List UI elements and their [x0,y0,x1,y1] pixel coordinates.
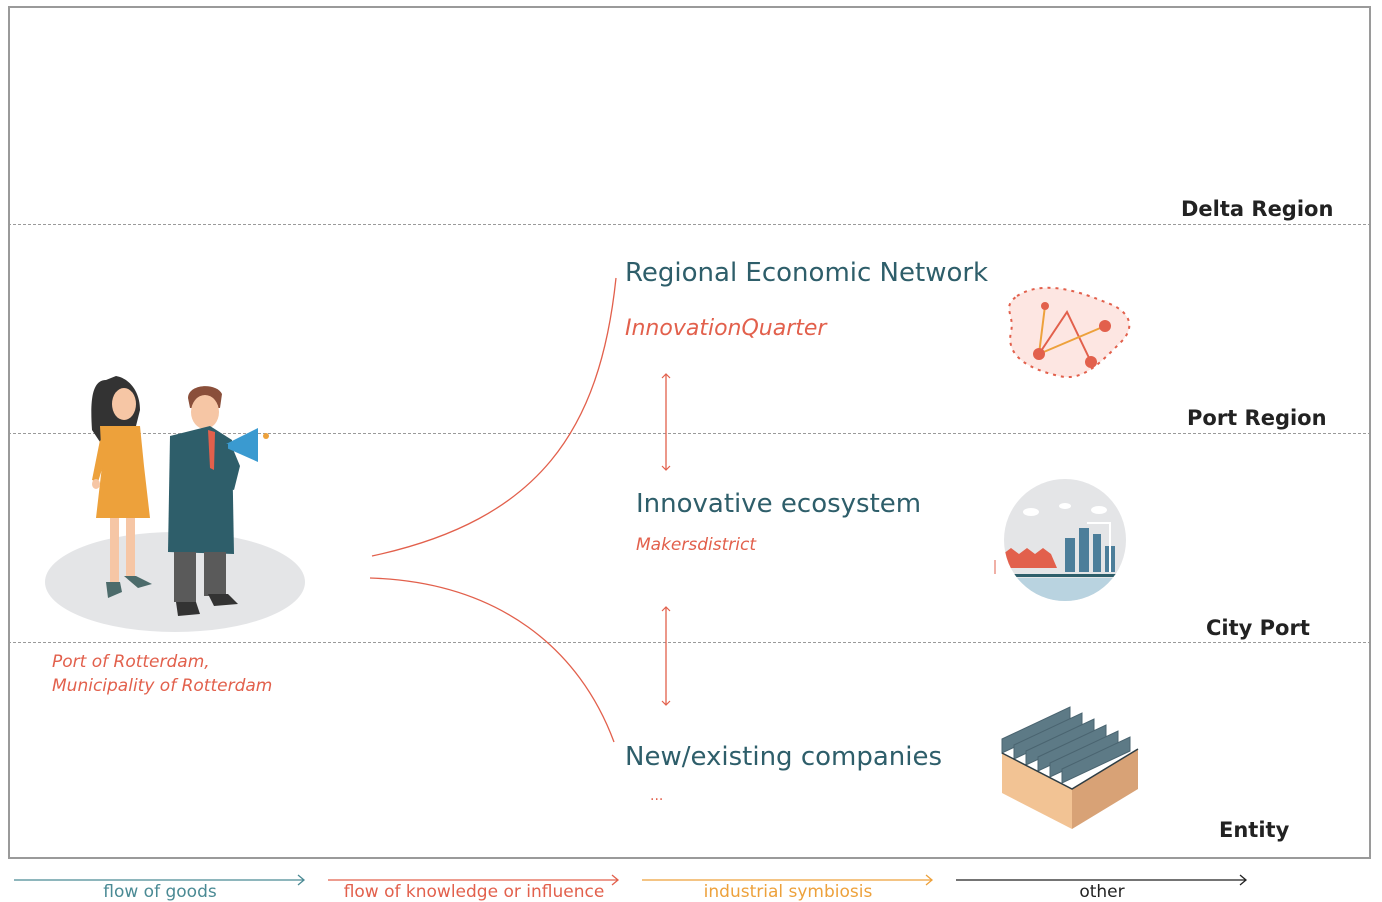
node-subtitle-innovationquarter: InnovationQuarter [625,316,827,341]
zone-label-entity: Entity [1219,818,1290,842]
teal-arrow-icon [14,874,306,886]
actor-label: Port of Rotterdam, Municipality of Rotte… [52,650,352,698]
legend-label-symbiosis: industrial symbiosis [703,882,873,902]
city-port-icon [994,479,1126,601]
node-title-innovative-ecosystem: Innovative ecosystem [636,489,922,519]
legend-label-knowledge: flow of knowledge or influence [343,882,605,902]
black-arrow-icon [956,874,1248,886]
zone-divider-port-city [8,433,1371,434]
megaphone-icon [218,428,269,462]
woman-figure [91,376,152,598]
node-subtitle-makersdistrict: Makersdistrict [636,535,756,555]
zone-divider-city-entity [8,642,1371,643]
factory-icon [1001,706,1139,829]
zone-label-delta-region: Delta Region [1181,197,1334,221]
legend-flow-of-knowledge: flow of knowledge or influence [328,870,620,902]
legend-industrial-symbiosis: industrial symbiosis [642,870,934,902]
zone-label-port-region: Port Region [1187,406,1327,430]
stakeholders-illustration [45,376,305,632]
node-title-companies: New/existing companies [625,742,943,772]
node-title-regional-network: Regional Economic Network [625,258,989,288]
actor-label-line-1: Port of Rotterdam, [52,652,210,672]
legend-label-goods: flow of goods [103,882,217,902]
red-arrow-icon [328,874,620,886]
orange-arrow-icon [642,874,934,886]
legend-other: other [956,870,1248,902]
man-figure [168,386,240,616]
zone-divider-delta-port [8,224,1371,225]
legend-label-other: other [1079,882,1125,902]
diagram-frame [8,6,1371,859]
network-icon [1008,286,1131,379]
actor-label-line-2: Municipality of Rotterdam [52,676,273,696]
zone-label-city-port: City Port [1206,616,1310,640]
node-subtitle-companies-more: ... [650,788,664,804]
legend-flow-of-goods: flow of goods [14,870,306,902]
